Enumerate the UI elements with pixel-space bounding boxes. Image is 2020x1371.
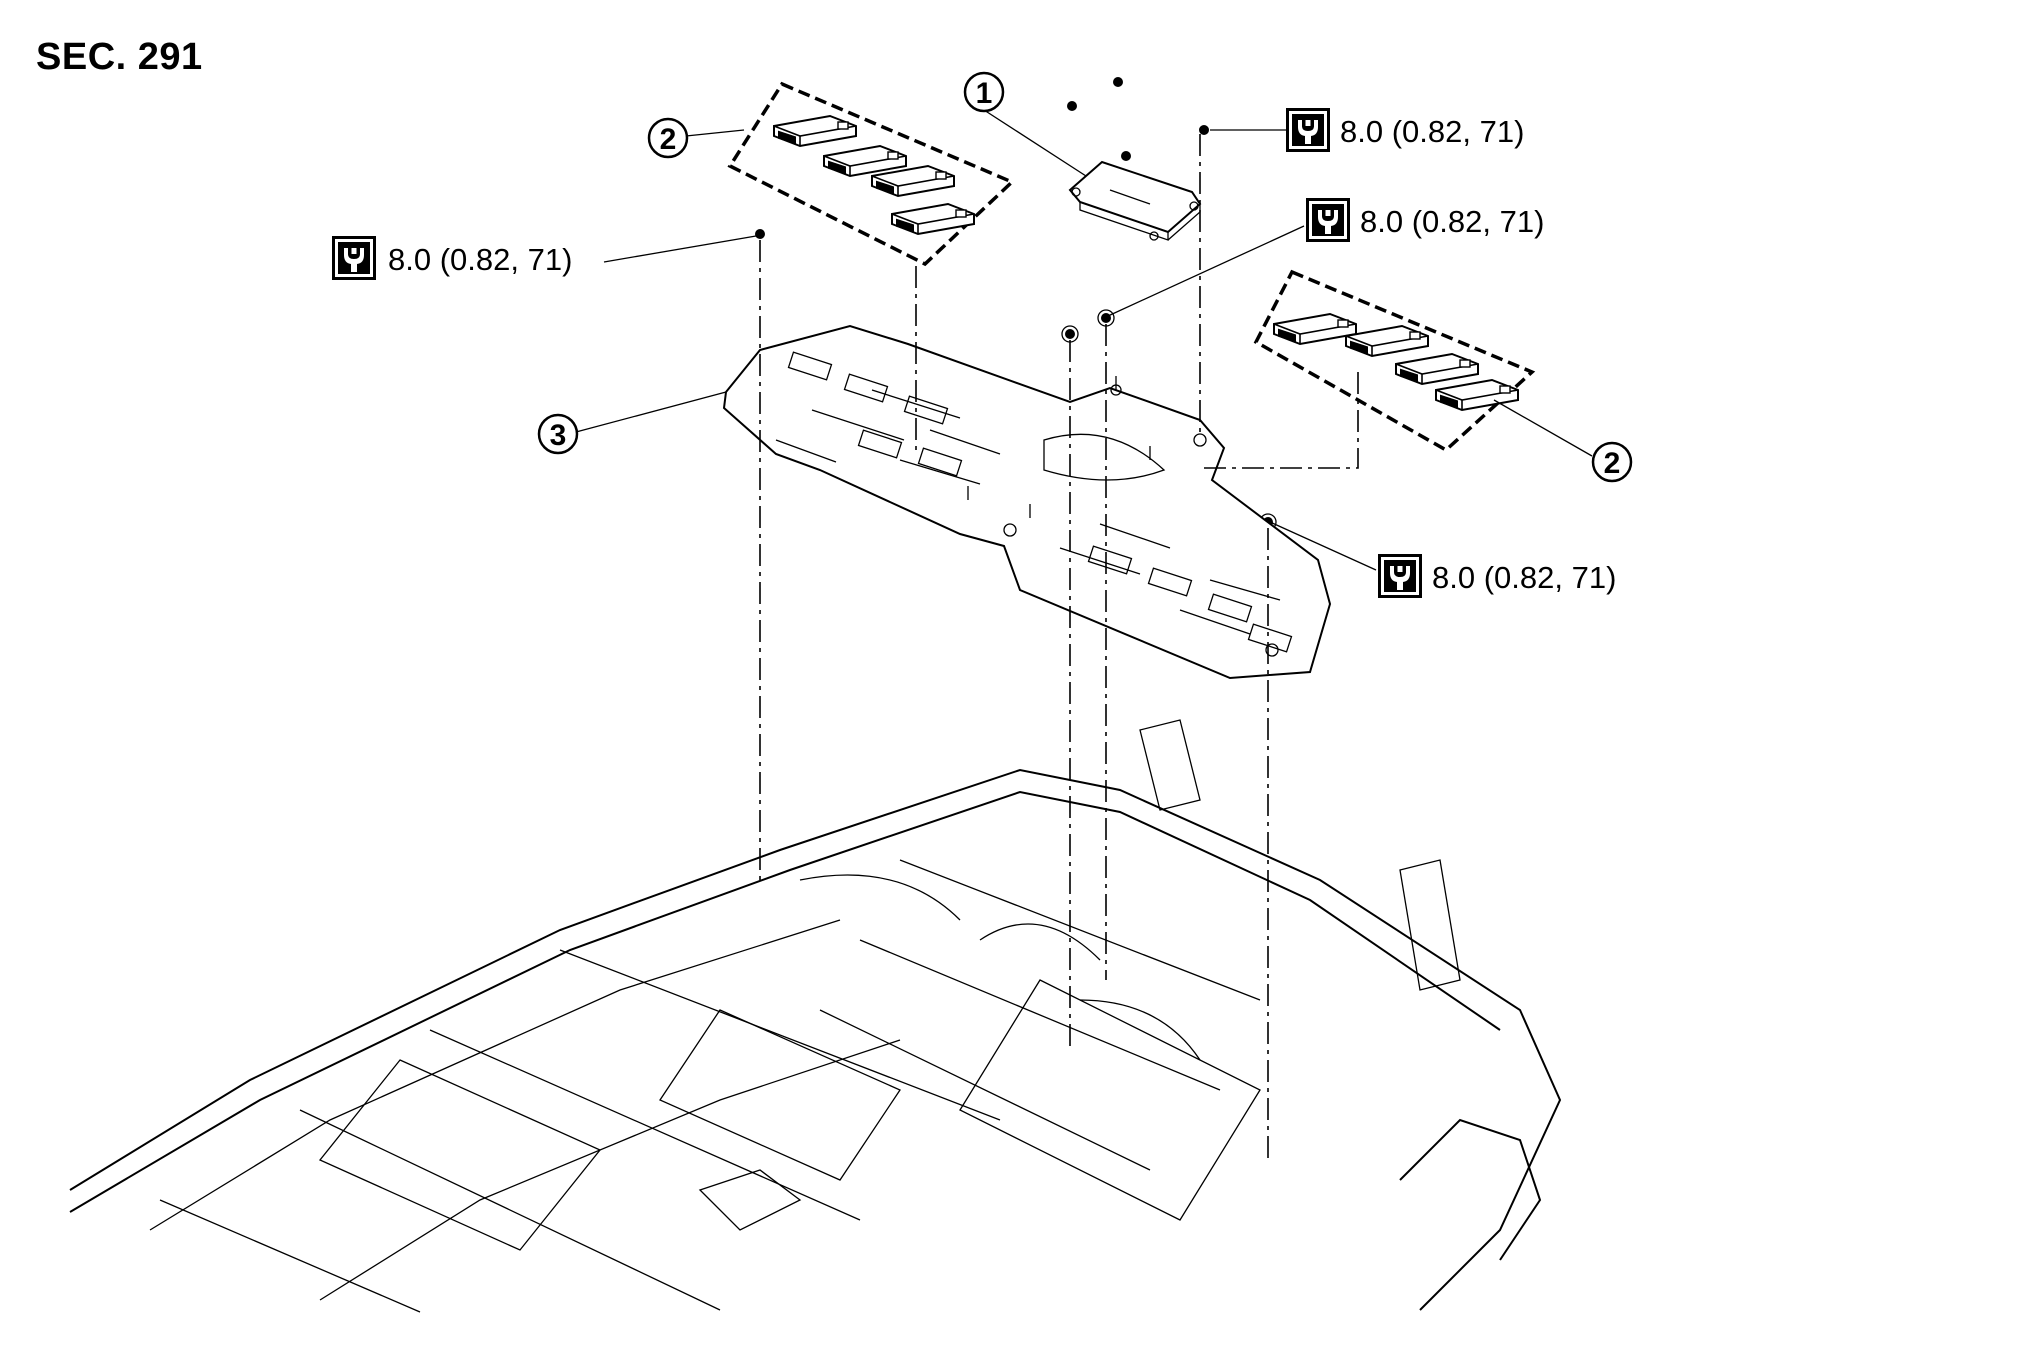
svg-text:2: 2 [660,123,677,156]
callout-2-upper: 2 [647,117,689,159]
torque-spec-4: 8.0 (0.82, 71) [1378,554,1616,598]
callout-1: 1 [963,71,1005,113]
torque-spec-3: 8.0 (0.82, 71) [332,236,572,280]
torque-wrench-icon [332,236,376,280]
torque-wrench-icon [1378,554,1422,598]
svg-text:8.0 (0.82, 71): 8.0 (0.82, 71) [388,242,572,277]
section-label: SEC. 291 [36,36,203,78]
svg-text:8.0 (0.82, 71): 8.0 (0.82, 71) [1360,204,1544,239]
upper-plate [722,324,1332,680]
callout-3: 3 [537,413,579,455]
module-group-right [1253,269,1536,453]
alignment-lines [759,134,1359,1160]
torque-spec-1: 8.0 (0.82, 71) [1286,108,1524,152]
leader-lines [575,109,1593,571]
svg-text:3: 3 [550,419,567,452]
control-unit [1068,160,1202,241]
callout-2-right: 2 [1591,441,1633,483]
svg-text:1: 1 [976,77,993,110]
torque-wrench-icon [1286,108,1330,152]
svg-text:2: 2 [1604,447,1621,480]
torque-spec-2: 8.0 (0.82, 71) [1306,198,1544,242]
torque-wrench-icon [1306,198,1350,242]
battery-tray [69,719,1562,1313]
svg-text:8.0 (0.82, 71): 8.0 (0.82, 71) [1432,560,1616,595]
svg-text:8.0 (0.82, 71): 8.0 (0.82, 71) [1340,114,1524,149]
module-group-left [727,81,1016,267]
